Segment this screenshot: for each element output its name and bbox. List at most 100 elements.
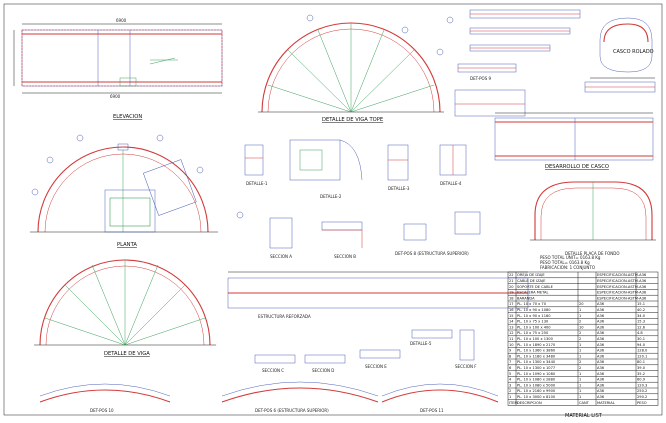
- table-cell: ESPECIFICACION-ASTM-A36: [597, 273, 647, 277]
- top-right-details: [446, 9, 581, 117]
- table-cell: 2: [579, 331, 581, 335]
- table-cell: A36: [597, 308, 605, 312]
- table-cell: 6: [509, 366, 512, 370]
- table-cell: PL. 10 x 1090 x 1080: [517, 372, 556, 376]
- table-cell: PL. 10 x 3000 x 8100: [517, 395, 556, 399]
- table-cell: 9: [509, 349, 512, 353]
- table-cell: 4: [509, 378, 512, 382]
- table-cell: CABLE DE IZAJE: [517, 279, 546, 283]
- table-cell: ESPECIFICACION-ASTM-A36: [597, 291, 647, 295]
- table-header-cell: PESO: [637, 401, 647, 405]
- table-cell: 2: [579, 337, 581, 341]
- table-cell: A36: [597, 354, 605, 358]
- table-cell: PL. 10 x 1890 x 2170: [517, 343, 556, 347]
- table-cell: 21: [509, 279, 514, 283]
- table-cell: A36: [597, 378, 605, 382]
- table-cell: PL. 10 x 1300 x 1077: [517, 366, 555, 370]
- placa-fondo-view: [530, 181, 656, 241]
- drawing-frame: [3, 3, 663, 416]
- table-cell: 34.0: [637, 314, 646, 318]
- table-cell: 2: [509, 389, 511, 393]
- table-cell: ESPECIFICACION-ASTM-A36: [597, 296, 647, 300]
- table-cell: A36: [597, 325, 605, 329]
- seccion-e-title: SECCION E: [365, 364, 387, 369]
- table-cell: A36: [597, 389, 605, 393]
- table-cell: PL. 10 x 90 x 1080: [517, 308, 551, 312]
- table-cell: A36: [597, 383, 605, 387]
- table-cell: 17: [509, 302, 514, 306]
- table-cell: 16: [509, 308, 514, 312]
- svg-text:6900: 6900: [116, 18, 127, 23]
- desarrollo-casco-title: DESARROLLO DE CASCO: [545, 164, 609, 170]
- table-cell: PL. 10 x 100 x 400: [517, 325, 551, 329]
- table-cell: 1: [579, 349, 581, 353]
- det-pos-11-title: DET-POS 11: [420, 408, 444, 413]
- table-cell: BARANDA: [517, 296, 535, 300]
- planta-view: [30, 134, 244, 233]
- table-cell: 22: [509, 273, 514, 277]
- table-cell: ESCALERA METAL: [517, 291, 549, 295]
- table-cell: A36: [597, 314, 605, 318]
- table-cell: 290.2: [637, 395, 647, 399]
- det-pos-8-title: DET-POS 8 (ESTRUCTURA SUPERIOR): [395, 251, 469, 256]
- detalle-4-title: DETALLE-4: [440, 181, 462, 186]
- table-cell: 20: [579, 302, 584, 306]
- detalle-5-title: DETALLE-5: [410, 341, 432, 346]
- detalle-2-title: DETALLE-2: [320, 194, 342, 199]
- rolado-title: ESTRUCTURA REFORZADA: [258, 314, 311, 319]
- table-cell: A36: [597, 343, 605, 347]
- table-cell: 1: [579, 378, 581, 382]
- seccion-f-title: SECCION F: [455, 364, 477, 369]
- table-cell: 1: [509, 395, 511, 399]
- table-cell: OREJA DE IZAJE: [517, 273, 545, 277]
- table-header-cell: DESCRIPCION: [517, 401, 542, 405]
- seccion-d-title: SECCION D: [312, 368, 334, 373]
- table-cell: 2: [579, 320, 581, 324]
- table-cell: 120.3: [637, 383, 647, 387]
- table-cell: 15.3: [637, 320, 645, 324]
- table-cell: ESPECIFICACION-ASTM-A36: [597, 285, 647, 289]
- casco-title: CASCO ROLADO: [613, 49, 654, 55]
- table-cell: PL. 10 x 1180 x 3480: [517, 354, 556, 358]
- bottom-strips: [39, 381, 499, 403]
- table-cell: A36: [597, 349, 605, 353]
- table-cell: PL. 10 x 75 x 130: [517, 320, 549, 324]
- table-cell: 12: [509, 331, 514, 335]
- table-cell: 19: [509, 291, 514, 295]
- middle-details: [227, 139, 529, 364]
- table-cell: A36: [597, 302, 605, 306]
- table-cell: A36: [597, 372, 605, 376]
- table-cell: 1: [579, 389, 581, 393]
- table-cell: A36: [597, 320, 605, 324]
- table-cell: 10: [579, 325, 584, 329]
- table-cell: 30.1: [637, 337, 645, 341]
- table-cell: 250.2: [637, 389, 647, 393]
- table-cell: 18: [509, 296, 514, 300]
- viga-title: DETALLE DE VIGA: [104, 351, 150, 357]
- table-cell: PL. 10 x 100 x 1300: [517, 337, 554, 341]
- table-cell: 40.2: [637, 308, 645, 312]
- det-pos-9-title: DET-POS 9: [470, 76, 491, 81]
- table-cell: 1: [579, 354, 581, 358]
- table-header-cell: MATERIAL: [597, 401, 615, 405]
- table-frame: [507, 271, 659, 406]
- table-cell: 5: [509, 372, 511, 376]
- table-cell: A36: [597, 360, 605, 364]
- detalle-1-title: DETALLE-1: [246, 181, 268, 186]
- desarrollo-casco-view: [494, 112, 654, 161]
- table-cell: 14: [509, 320, 514, 324]
- casco-view: [584, 17, 656, 93]
- elevation-title: ELEVACION: [113, 114, 142, 120]
- table-cell: 2: [579, 366, 581, 370]
- table-cell: 3: [509, 383, 511, 387]
- viga-view: [34, 259, 216, 346]
- table-cell: PL. 10 x 2160 x 9900: [517, 389, 556, 393]
- seccion-c-title: SECCION C: [262, 368, 284, 373]
- table-cell: 7: [509, 360, 511, 364]
- viga-tope-view: [258, 14, 444, 113]
- table-cell: SOPORTE DE CABLE: [517, 285, 554, 289]
- viga-tope-title: DETALLE DE VIGA TOPE: [322, 117, 383, 123]
- placa-fondo-title: DETALLE PLACA DE FONDO: [565, 251, 619, 256]
- table-cell: 1: [579, 343, 581, 347]
- table-cell: 15: [509, 314, 514, 318]
